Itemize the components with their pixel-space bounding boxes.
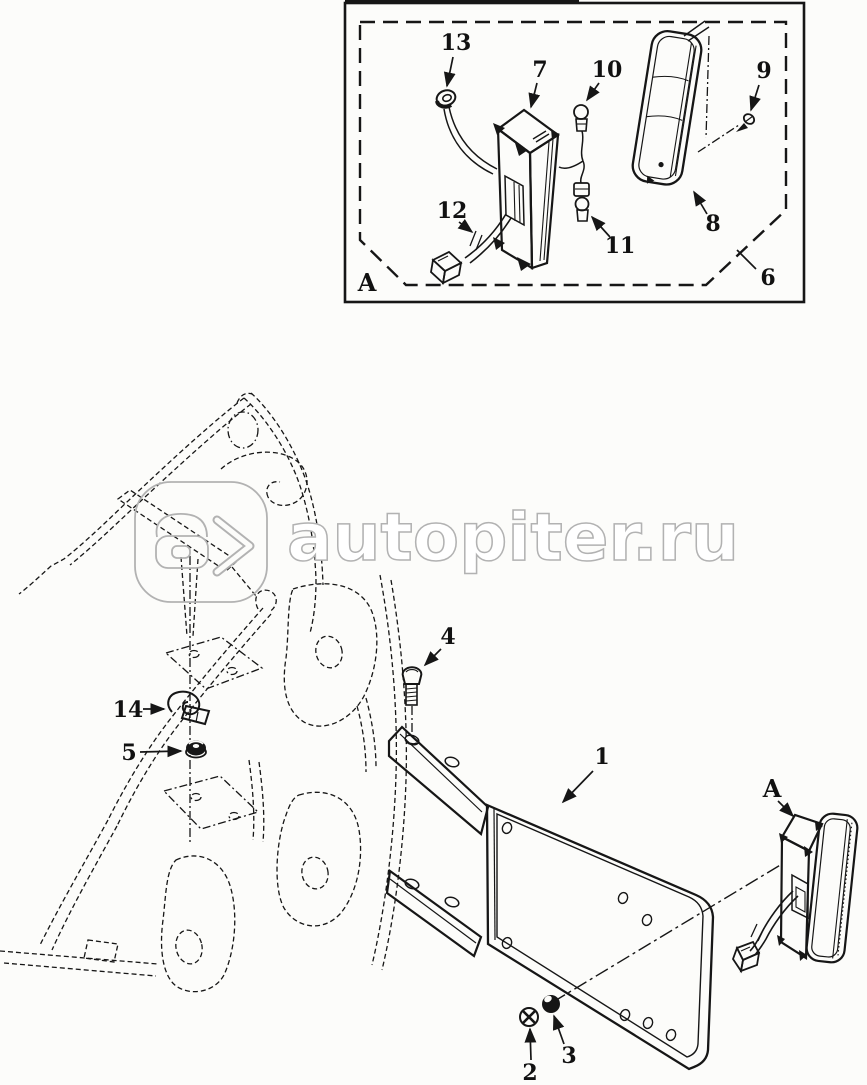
lens-centerline [705,35,710,139]
screw-9-centerline [697,124,740,153]
detail-section-letter: A [357,268,377,297]
detail-box-frame [343,1,806,304]
lamp-lens [805,812,859,964]
bulb-11 [573,182,590,222]
nut-5 [185,740,207,759]
callout-2-label: 2 [522,1060,537,1085]
nut-3 [542,995,560,1013]
watermark-logo [134,481,268,603]
wiring-12 [430,213,512,285]
main-section-letter: A [762,774,782,803]
main-view-callouts: 4 14 5 1 A 2 3 [113,624,795,1085]
detail-box-callouts: 13 7 10 9 12 11 8 6 A [357,30,776,297]
callout-1-label: 1 [594,744,609,770]
lamp-housing-7 [493,108,560,271]
callout-13-label: 13 [441,30,472,56]
dashed-inset-border [358,20,788,287]
mount-pad-upper [164,636,264,690]
bulb-wiring [558,130,585,184]
callout-11-label: 11 [605,233,636,259]
callout-7-label: 7 [532,57,547,83]
callout-3-label: 3 [561,1043,576,1069]
callout-4-label: 4 [440,624,455,650]
lens-projection-lines [683,20,710,42]
watermark-logo-arrow-icon [212,515,255,577]
screw-9 [736,113,756,132]
callout-5-label: 5 [121,740,136,766]
mount-pad-lower [162,775,260,830]
lamp-assembly-a [731,812,859,974]
bracket-plate-1 [385,725,715,1071]
lamp-wiring [731,890,799,974]
phantom-bracket [0,392,408,993]
callout-8-label: 8 [705,211,720,237]
watermark-site-text: autopiter.ru [287,499,739,576]
watermark: autopiter.ru [134,481,740,603]
callout-14-label: 14 [113,697,144,723]
lens-8 [631,30,703,186]
watermark-logo-letter-a [155,513,209,569]
callout-9-label: 9 [756,58,771,84]
screw-2 [519,1007,539,1027]
detail-box: 13 7 10 9 12 11 8 6 A [343,1,806,304]
callout-6-label: 6 [760,265,775,291]
watermark-logo-frame [134,481,268,603]
assembly-centerline [552,863,783,1003]
clip-14 [167,690,211,726]
plate-holes [501,821,677,1042]
bolt-4 [401,666,423,740]
bulb-10 [573,104,589,132]
grommet-13 [435,89,498,175]
callout-12-label: 12 [437,198,468,224]
callout-10-label: 10 [592,57,623,83]
